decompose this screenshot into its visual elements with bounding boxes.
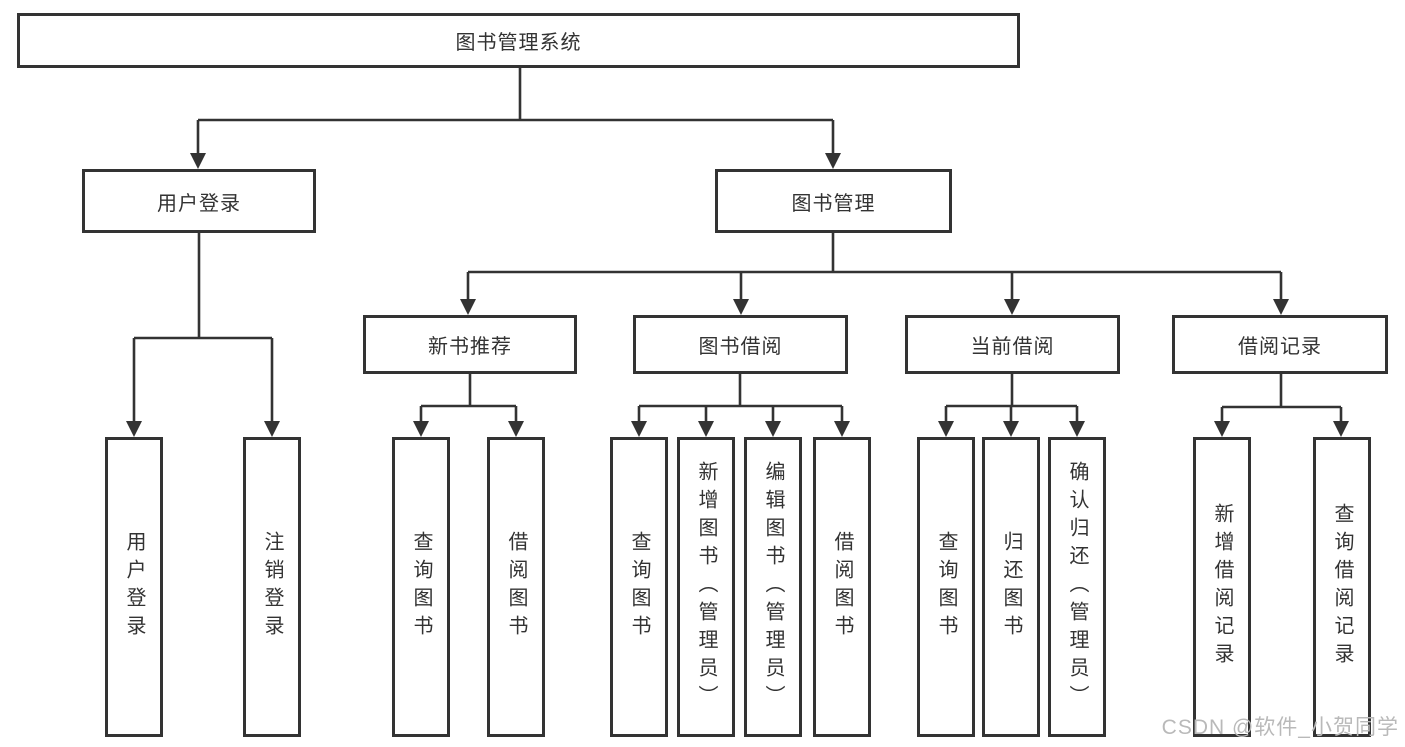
node-leaf-query-record: 查询借阅记录 xyxy=(1313,437,1371,737)
edges-borrow-records xyxy=(1214,374,1349,437)
node-root: 图书管理系统 xyxy=(17,13,1020,68)
node-leaf-add-book: 新增图书（管理员） xyxy=(677,437,735,737)
node-book-mgmt: 图书管理 xyxy=(715,169,952,233)
node-leaf-edit-book: 编辑图书（管理员） xyxy=(744,437,802,737)
node-leaf-add-record: 新增借阅记录 xyxy=(1193,437,1251,737)
node-leaf-user-login: 用户登录 xyxy=(105,437,163,737)
node-leaf-return-book: 归还图书 xyxy=(982,437,1040,737)
node-book-borrow: 图书借阅 xyxy=(633,315,848,374)
edges-new-book-rec xyxy=(413,374,524,437)
node-leaf-query-book-1: 查询图书 xyxy=(392,437,450,737)
edges-book-mgmt xyxy=(460,233,1289,315)
node-borrow-records: 借阅记录 xyxy=(1172,315,1388,374)
watermark: CSDN @软件_小贺同学 xyxy=(1161,716,1399,739)
node-leaf-borrow-book-2: 借阅图书 xyxy=(813,437,871,737)
node-leaf-query-book-3: 查询图书 xyxy=(917,437,975,737)
node-leaf-query-book-2: 查询图书 xyxy=(610,437,668,737)
node-leaf-borrow-book-1: 借阅图书 xyxy=(487,437,545,737)
node-new-book-rec: 新书推荐 xyxy=(363,315,577,374)
edges-root xyxy=(190,68,841,169)
node-leaf-confirm-return: 确认归还（管理员） xyxy=(1048,437,1106,737)
edges-book-borrow xyxy=(631,374,850,437)
node-current-borrow: 当前借阅 xyxy=(905,315,1120,374)
edges-current-borrow xyxy=(938,374,1085,437)
node-user-login: 用户登录 xyxy=(82,169,316,233)
edges-user-login xyxy=(126,233,280,437)
node-leaf-logout: 注销登录 xyxy=(243,437,301,737)
